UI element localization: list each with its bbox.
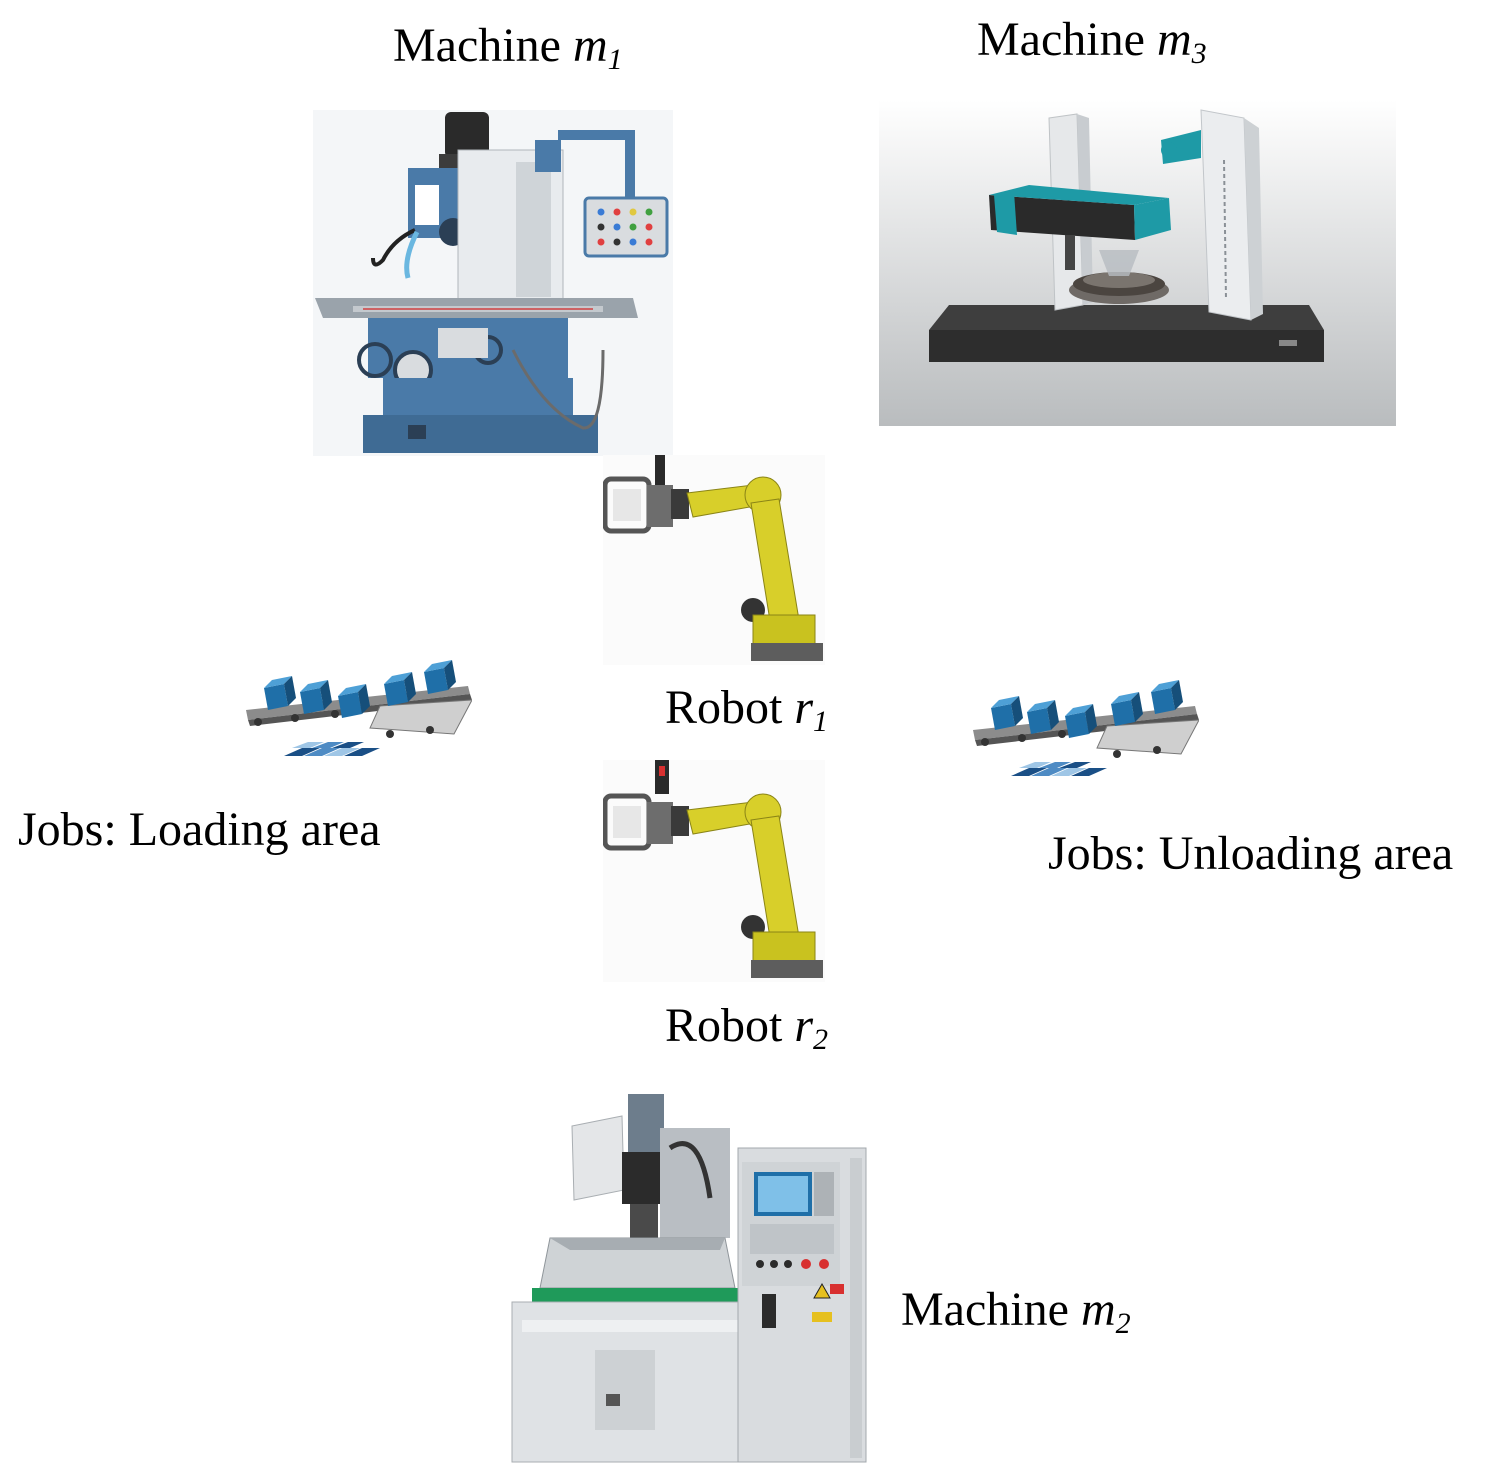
conveyor-jobs-image [967, 678, 1199, 788]
machine-m1-label: Machine m1 [393, 22, 623, 75]
machine-m1-var: m [572, 19, 608, 72]
machine-m2-label: Machine m2 [901, 1286, 1131, 1339]
gantry-machine-image [879, 100, 1396, 426]
robot-r1-prefix: Robot [665, 681, 795, 734]
milling-machine-image [313, 110, 673, 456]
machine-m1-sub: 1 [607, 43, 623, 76]
machine-m3-prefix: Machine [977, 13, 1157, 66]
conveyor-jobs-image [240, 658, 472, 768]
machine-m3-var: m [1156, 13, 1192, 66]
robot-r2-var: r [794, 999, 814, 1052]
robot-arm-image [603, 760, 825, 982]
loading-area-label: Jobs: Loading area [18, 803, 381, 856]
unloading-area-label: Jobs: Unloading area [1048, 827, 1454, 880]
machine-m3-label: Machine m3 [977, 16, 1207, 69]
robot-r1-sub: 1 [813, 705, 829, 738]
machine-m3-sub: 3 [1191, 37, 1207, 70]
robot-arm-image [603, 455, 825, 665]
machine-m2-var: m [1080, 1283, 1116, 1336]
robot-r2-sub: 2 [813, 1023, 829, 1056]
robot-r1-label: Robot r1 [665, 684, 828, 737]
robot-r2-label: Robot r2 [665, 1002, 828, 1055]
machine-m1-prefix: Machine [393, 19, 573, 72]
edm-machine-image [510, 1088, 870, 1466]
robot-r2-prefix: Robot [665, 999, 795, 1052]
machine-m2-prefix: Machine [901, 1283, 1081, 1336]
machine-m2-sub: 2 [1115, 1307, 1131, 1340]
robot-r1-var: r [794, 681, 814, 734]
